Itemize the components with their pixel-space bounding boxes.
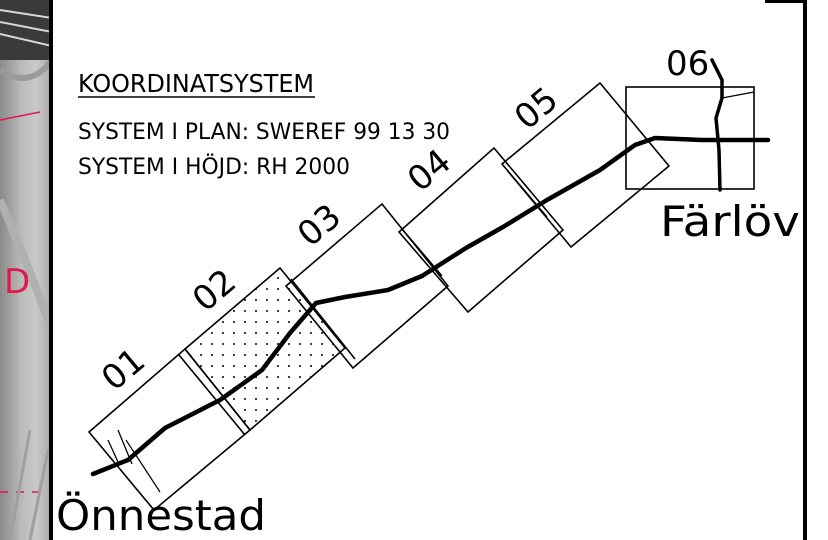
top-border-stub [765,0,807,3]
end-place-name: Färlöv [660,197,800,246]
alignment-line [90,135,771,477]
left-border-line [49,0,53,540]
edge-fragment-text: D [4,262,31,302]
right-border-line [803,0,807,540]
overlap-line [290,278,356,360]
coordinate-system-title: KOORDINATSYSTEM [78,69,314,98]
sheet-04-frame[interactable] [397,146,565,314]
sheet-06-label: 06 [666,44,709,84]
sheet-05-label: 05 [507,79,566,137]
sheet-04-label: 04 [400,141,459,199]
right-margin [807,0,828,540]
plan-system-text: SYSTEM I PLAN: SWEREF 99 13 30 [78,120,450,145]
sheet-03-frame[interactable] [284,202,450,370]
overlap-line [506,169,548,218]
start-tick-line [125,439,161,493]
branch-line [721,91,755,99]
sheet-01-label: 01 [94,340,153,398]
start-road-detail [107,429,133,465]
adjacent-sheet-edge: D [0,0,52,540]
start-place-name: Önnestad [56,490,266,540]
sheet-03-label: 03 [290,196,349,254]
sheet-05-frame[interactable] [500,81,671,249]
height-system-text: SYSTEM I HÖJD: RH 2000 [78,154,350,180]
crossing-road-line [710,58,724,192]
overlap-line [178,354,246,436]
